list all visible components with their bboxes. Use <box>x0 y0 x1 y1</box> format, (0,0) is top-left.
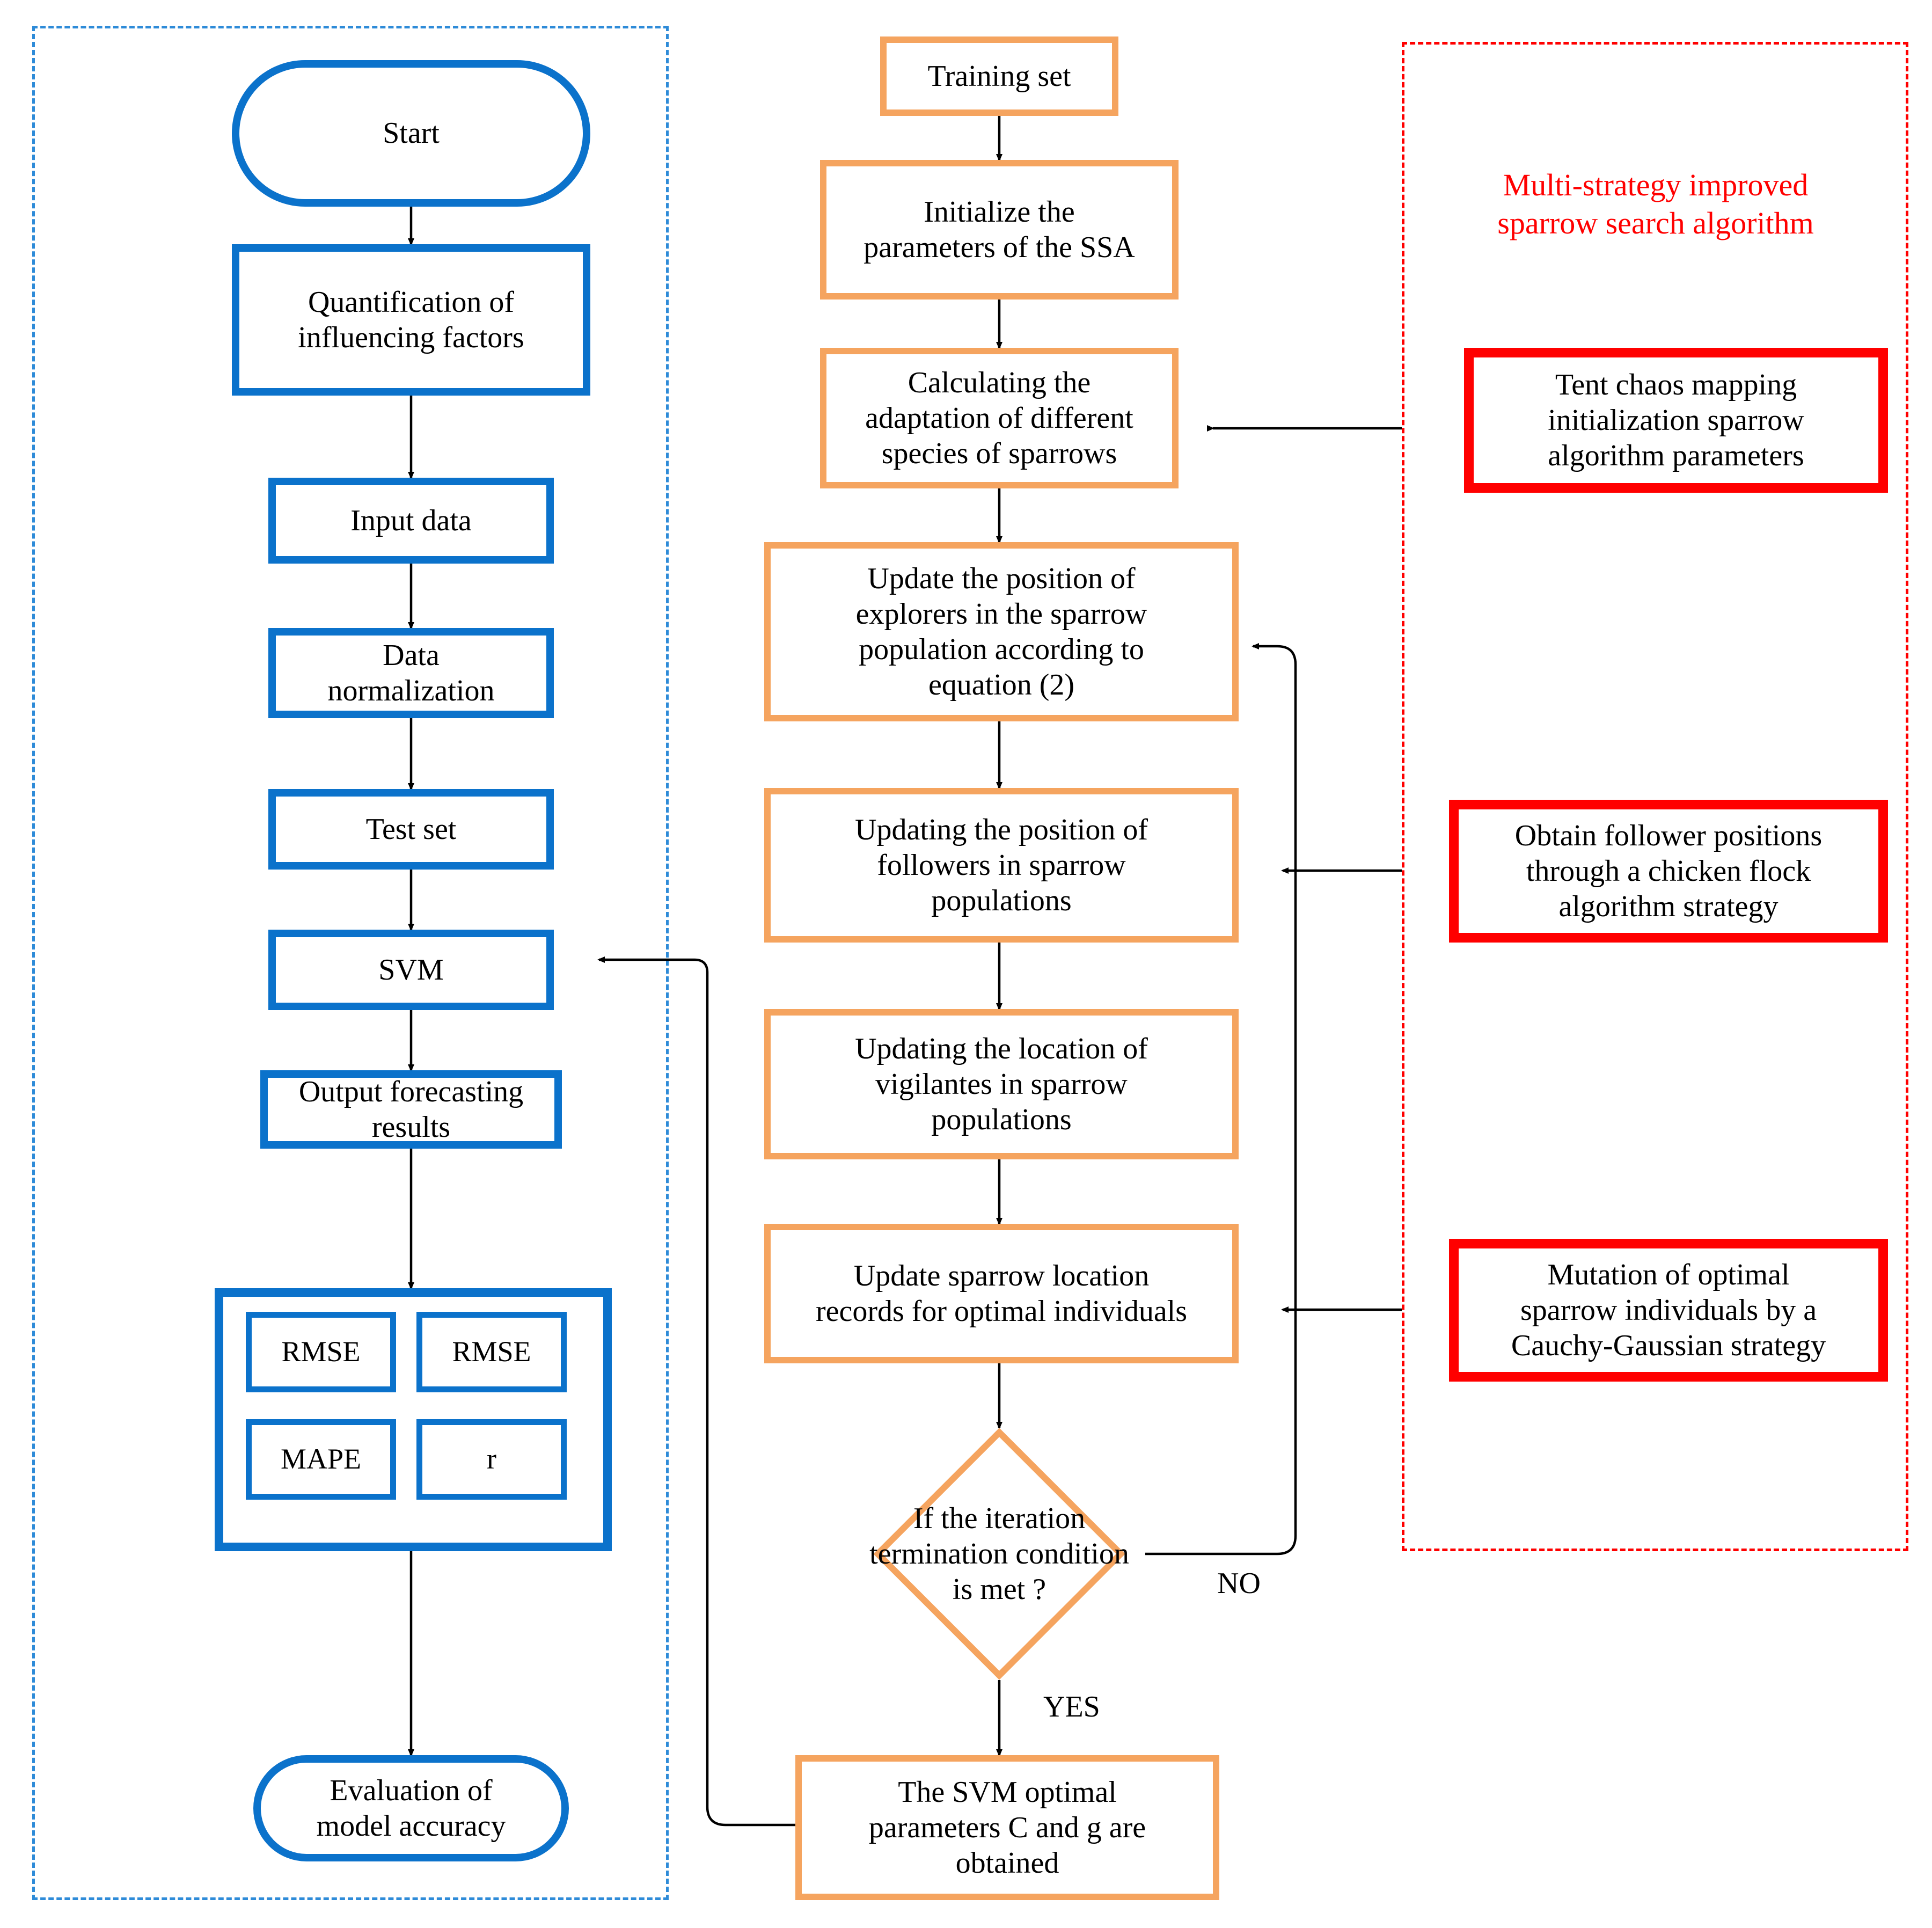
node-start[interactable]: Start <box>232 60 590 207</box>
node-metric-mape-label: MAPE <box>280 1443 362 1476</box>
node-input-data-label: Input data <box>350 503 472 537</box>
improvement-strategies-title: Multi-strategy improved sparrow search a… <box>1497 167 1814 240</box>
node-evaluation-label: Evaluation of model accuracy <box>316 1773 506 1843</box>
node-metric-rmse-2-label: RMSE <box>452 1335 531 1368</box>
node-cauchy-gaussian-label: Mutation of optimal sparrow individuals … <box>1511 1258 1826 1363</box>
node-init-params[interactable]: Initialize the parameters of the SSA <box>820 160 1179 300</box>
node-update-followers-label: Updating the position of followers in sp… <box>855 813 1148 918</box>
node-calc-adaptation[interactable]: Calculating the adaptation of different … <box>820 348 1179 488</box>
node-update-followers[interactable]: Updating the position of followers in sp… <box>764 788 1239 943</box>
node-update-vigilantes-label: Updating the location of vigilantes in s… <box>855 1032 1148 1137</box>
node-metric-rmse-1[interactable]: RMSE <box>246 1312 396 1392</box>
node-output-forecasting-label: Output forecasting results <box>298 1075 524 1144</box>
node-update-vigilantes[interactable]: Updating the location of vigilantes in s… <box>764 1009 1239 1159</box>
node-svm-optimal-params-label: The SVM optimal parameters C and g are o… <box>868 1775 1146 1880</box>
node-update-explorers-label: Update the position of explorers in the … <box>855 561 1147 702</box>
node-update-optimal-label: Update sparrow location records for opti… <box>815 1259 1188 1328</box>
node-quantification[interactable]: Quantification of influencing factors <box>232 244 590 396</box>
node-input-data[interactable]: Input data <box>268 478 554 564</box>
node-data-normalization-label: Data normalization <box>327 638 495 707</box>
node-metric-r[interactable]: r <box>416 1419 567 1500</box>
node-start-label: Start <box>383 116 440 150</box>
node-metrics-group: RMSE RMSE MAPE r <box>215 1288 612 1551</box>
node-calc-adaptation-label: Calculating the adaptation of different … <box>865 366 1133 471</box>
node-data-normalization[interactable]: Data normalization <box>268 628 554 718</box>
node-metric-r-label: r <box>487 1443 496 1476</box>
edge-label-no: NO <box>1217 1567 1261 1600</box>
node-init-params-label: Initialize the parameters of the SSA <box>863 195 1135 264</box>
node-metric-mape[interactable]: MAPE <box>246 1419 396 1500</box>
node-tent-chaos-mapping[interactable]: Tent chaos mapping initialization sparro… <box>1464 348 1888 493</box>
node-evaluation[interactable]: Evaluation of model accuracy <box>253 1755 569 1861</box>
node-cauchy-gaussian[interactable]: Mutation of optimal sparrow individuals … <box>1449 1239 1888 1382</box>
node-quantification-label: Quantification of influencing factors <box>298 285 524 354</box>
node-test-set[interactable]: Test set <box>268 789 554 870</box>
node-iteration-check-label: If the iteration termination condition i… <box>869 1501 1129 1606</box>
node-iteration-check[interactable]: If the iteration termination condition i… <box>779 1428 1219 1680</box>
node-update-optimal[interactable]: Update sparrow location records for opti… <box>764 1224 1239 1363</box>
node-svm-label: SVM <box>378 953 444 987</box>
node-tent-chaos-mapping-label: Tent chaos mapping initialization sparro… <box>1548 368 1804 473</box>
node-svm[interactable]: SVM <box>268 930 554 1010</box>
node-svm-optimal-params[interactable]: The SVM optimal parameters C and g are o… <box>795 1755 1219 1900</box>
node-training-set-label: Training set <box>927 59 1071 93</box>
node-test-set-label: Test set <box>365 812 457 846</box>
node-metric-rmse-2[interactable]: RMSE <box>416 1312 567 1392</box>
node-output-forecasting[interactable]: Output forecasting results <box>260 1070 562 1149</box>
node-chicken-flock-label: Obtain follower positions through a chic… <box>1514 819 1823 924</box>
node-update-explorers[interactable]: Update the position of explorers in the … <box>764 542 1239 721</box>
group-frame-improvement-strategies <box>1402 42 1908 1551</box>
edge-label-yes: YES <box>1043 1690 1100 1723</box>
node-metric-rmse-1-label: RMSE <box>281 1335 361 1368</box>
node-chicken-flock[interactable]: Obtain follower positions through a chic… <box>1449 800 1888 943</box>
node-training-set[interactable]: Training set <box>880 36 1118 116</box>
